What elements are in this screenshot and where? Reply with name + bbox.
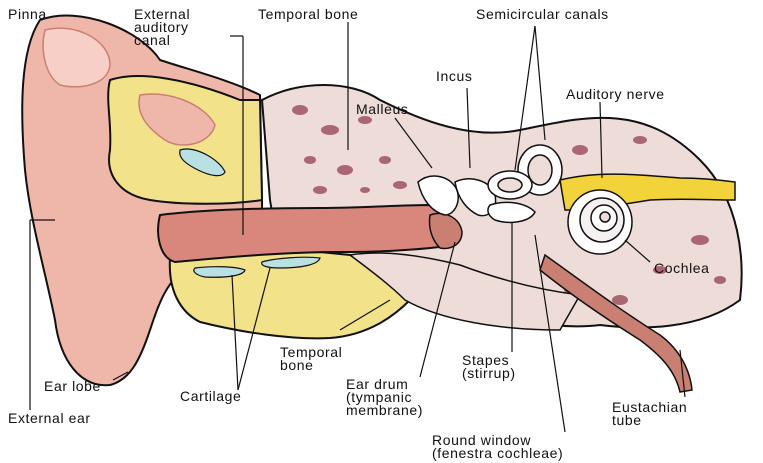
cochlea-shape <box>568 190 632 254</box>
label-temporal-bone-lower: Temporal bone <box>280 346 342 372</box>
label-malleus: Malleus <box>356 103 408 116</box>
label-external-auditory-canal: External auditory canal <box>134 8 190 47</box>
label-pinna: Pinna <box>8 8 47 21</box>
label-eustachian-tube: Eustachian tube <box>612 401 687 427</box>
label-ear-drum: Ear drum (tympanic membrane) <box>346 378 423 417</box>
label-semicircular-canals: Semicircular canals <box>476 8 609 21</box>
label-ear-lobe: Ear lobe <box>44 380 101 393</box>
label-temporal-bone-top: Temporal bone <box>258 8 358 21</box>
label-cartilage: Cartilage <box>180 390 241 403</box>
label-stapes: Stapes (stirrup) <box>462 354 516 380</box>
label-external-ear: External ear <box>8 412 91 425</box>
label-incus: Incus <box>436 70 472 83</box>
label-round-window: Round window (fenestra cochleae) <box>432 434 563 460</box>
label-cochlea: Cochlea <box>654 262 710 275</box>
label-auditory-nerve: Auditory nerve <box>566 88 665 101</box>
